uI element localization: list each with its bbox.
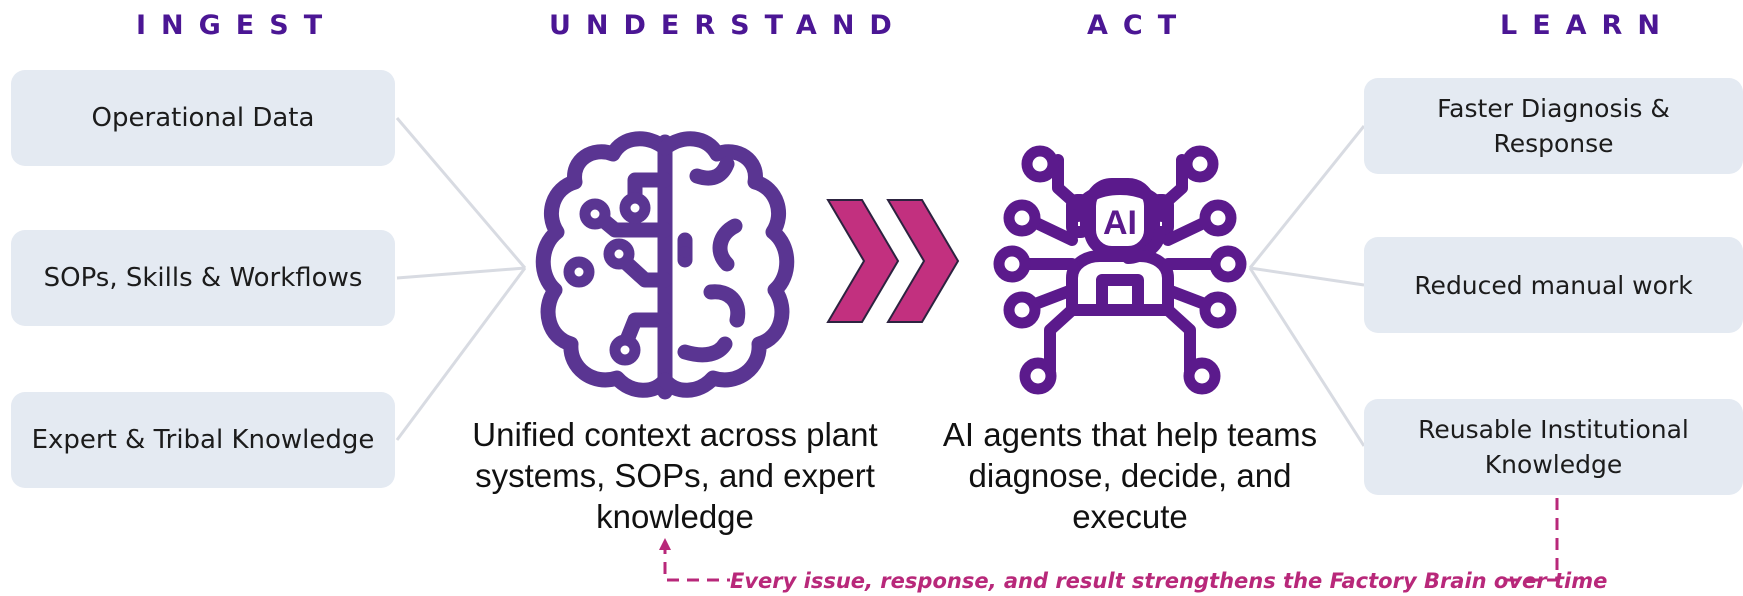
learn-item-institutional-knowledge: Reusable Institutional Knowledge [1364,399,1743,495]
stage-header-ingest: INGEST [136,10,338,41]
ingest-item-sops-skills-workflows: SOPs, Skills & Workflows [11,230,395,326]
learn-item-reduced-manual-work: Reduced manual work [1364,237,1743,333]
stage-header-learn: LEARN [1500,10,1675,41]
brain-icon [535,131,795,400]
stage-header-act: ACT [1087,10,1192,41]
ingest-item-operational-data: Operational Data [11,70,395,166]
ingest-item-expert-tribal-knowledge: Expert & Tribal Knowledge [11,392,395,488]
stage-header-understand: UNDERSTAND [549,10,907,41]
understand-description: Unified context across plant systems, SO… [472,416,878,535]
ai-agent-icon: AI [993,145,1247,395]
learn-item-faster-diagnosis: Faster Diagnosis & Response [1364,78,1743,174]
ai-agent-icon-text: AI [1103,204,1137,242]
double-chevron-right-icon [826,199,960,323]
feedback-loop-label: Every issue, response, and result streng… [730,567,1608,595]
act-description: AI agents that help teams diagnose, deci… [942,416,1318,535]
